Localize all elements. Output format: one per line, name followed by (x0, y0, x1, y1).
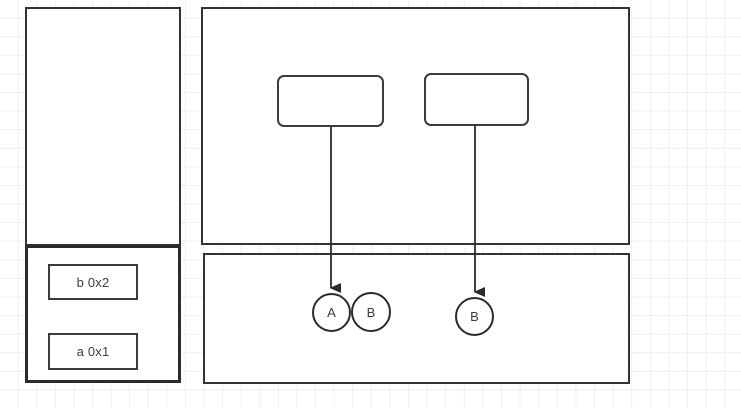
stack-variable-a[interactable]: a 0x1 (48, 333, 138, 370)
pointer-box-2[interactable] (424, 73, 529, 126)
node-b-right[interactable]: B (455, 297, 494, 336)
stack-variable-b[interactable]: b 0x2 (48, 264, 138, 300)
node-a-label: A (327, 305, 336, 320)
stack-panel-upper-section[interactable] (25, 7, 181, 246)
node-b-right-label: B (470, 309, 479, 324)
node-a[interactable]: A (312, 293, 351, 332)
heap-panel[interactable] (203, 253, 630, 384)
pointer-box-1[interactable] (277, 75, 384, 127)
stack-variable-b-label: b 0x2 (76, 274, 110, 290)
node-b-left[interactable]: B (351, 292, 391, 332)
pointer-panel[interactable] (201, 7, 630, 245)
node-b-left-label: B (366, 304, 376, 320)
stack-variable-a-label: a 0x1 (76, 344, 110, 359)
